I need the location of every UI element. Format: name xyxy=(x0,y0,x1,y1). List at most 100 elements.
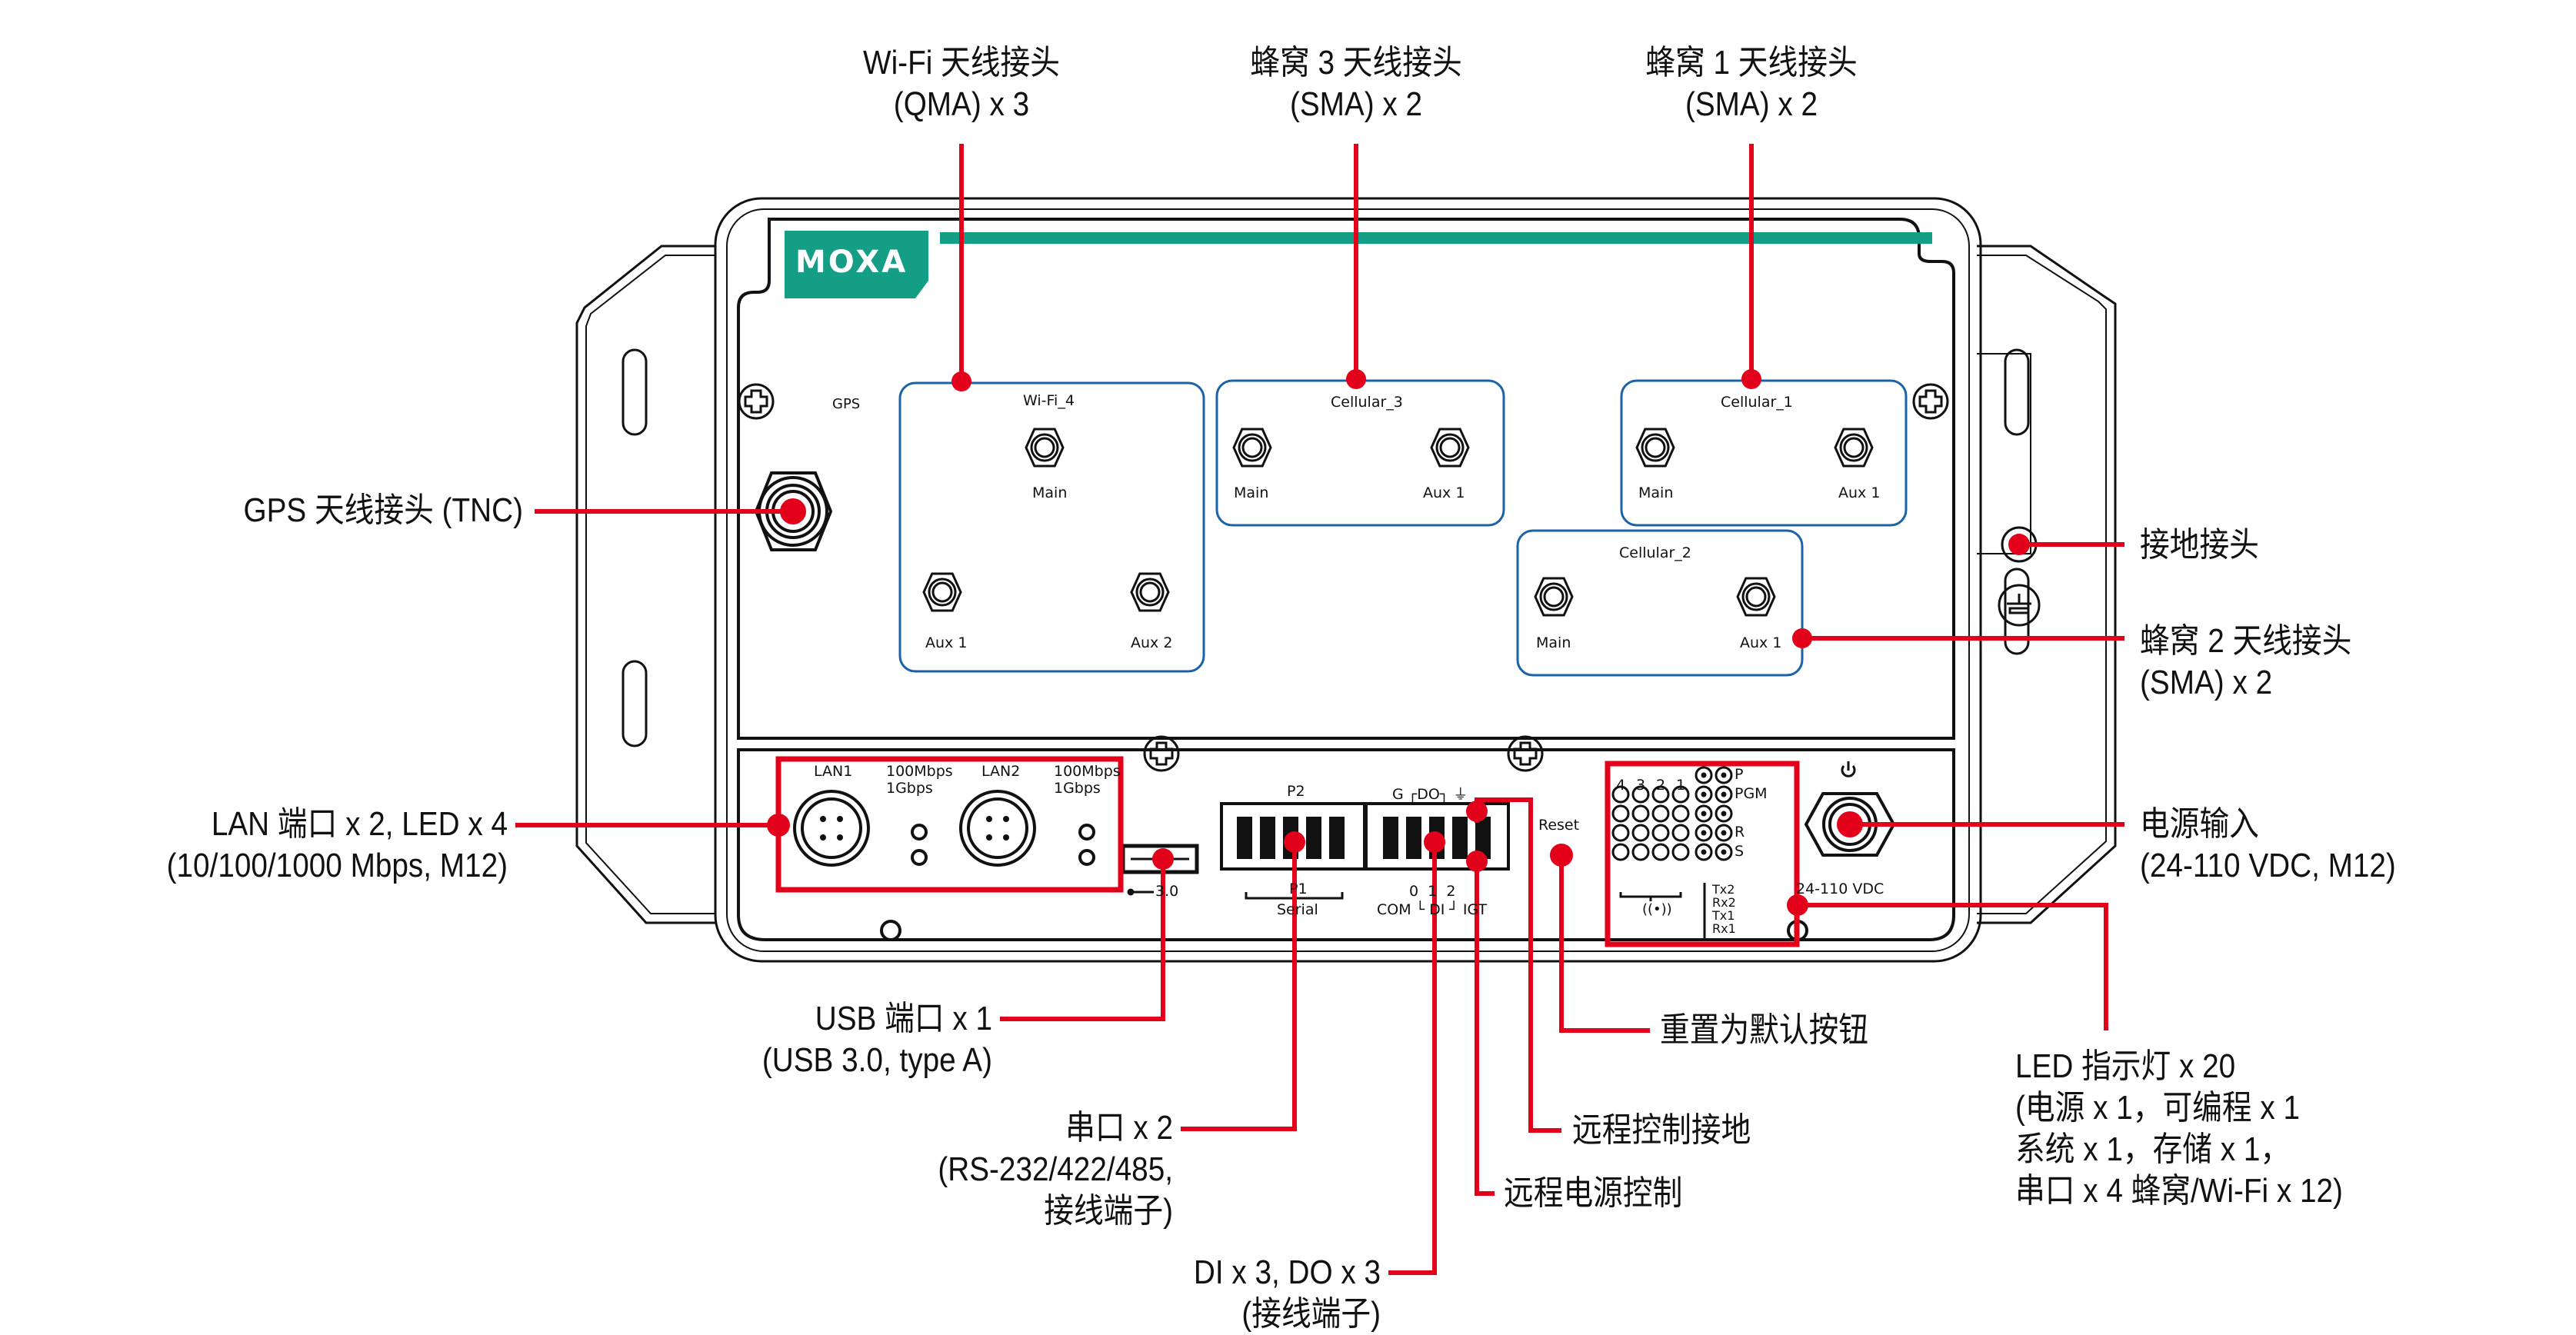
brand-stripe xyxy=(940,232,1932,244)
callout-serial-line2: (RS-232/422/485, xyxy=(938,1150,1173,1188)
callout-cellular1-line2: (SMA) x 2 xyxy=(1685,85,1818,123)
callout-dot-remote-ground xyxy=(1466,801,1488,822)
wifi-panel xyxy=(898,381,1205,673)
status-led xyxy=(1631,804,1650,823)
cellular-2-panel xyxy=(1516,529,1804,677)
status-led xyxy=(1611,843,1630,861)
left-bracket-slot-bottom xyxy=(622,660,648,747)
antenna-signal-icon: ((•)) xyxy=(1642,901,1672,917)
led-row-label: PGM xyxy=(1735,785,1768,802)
callout-dio-line2: (接线端子) xyxy=(1241,1295,1381,1333)
callout-led-line3: 系统 x 1，存储 x 1， xyxy=(2015,1130,2291,1168)
left-mounting-bracket xyxy=(575,245,715,924)
reset-label: Reset xyxy=(1538,817,1580,834)
cellular-1-panel xyxy=(1620,379,1908,527)
lan1-speed-100-label: 100Mbps xyxy=(886,763,953,780)
callout-power-line1: 电源输入 xyxy=(2140,805,2259,843)
status-led xyxy=(1671,804,1690,823)
lan2-label: LAN2 xyxy=(981,763,1021,780)
moxa-logo-plate xyxy=(785,231,928,298)
usb-version-label: 3.0 xyxy=(1155,883,1179,900)
callout-wifi: Wi-Fi 天线接头 (QMA) x 3 xyxy=(850,42,1073,125)
callout-line-dio xyxy=(1388,842,1437,1275)
lan2-speed-1g-label: 1Gbps xyxy=(1054,780,1101,797)
terminal-pin xyxy=(1452,817,1468,859)
status-led xyxy=(1695,843,1713,861)
status-led xyxy=(1715,766,1733,784)
callout-ground: 接地接头 xyxy=(2140,524,2259,566)
status-led xyxy=(1631,824,1650,842)
callout-cellular1: 蜂窝 1 天线接头 (SMA) x 2 xyxy=(1640,42,1863,125)
callout-cellular3-line2: (SMA) x 2 xyxy=(1289,85,1423,123)
cellular-3-title: Cellular_3 xyxy=(1331,394,1403,411)
cellular-2-aux1-label: Aux 1 xyxy=(1740,634,1782,651)
callout-cellular2-line2: (SMA) x 2 xyxy=(2140,664,2273,701)
led-column-number: 2 xyxy=(1656,777,1666,794)
lan2-speed-100-label: 100Mbps xyxy=(1054,763,1121,780)
callout-dio-line1: DI x 3, DO x 3 xyxy=(1193,1253,1381,1291)
callout-dot-dio xyxy=(1424,831,1445,853)
lan1-label: LAN1 xyxy=(814,763,853,780)
callout-serial: 串口 x 2 (RS-232/422/485, 接线端子) xyxy=(835,1107,1173,1232)
status-led xyxy=(1695,785,1713,804)
status-led xyxy=(1651,843,1670,861)
screw-icon xyxy=(738,383,1949,772)
callout-reset-line1: 重置为默认按钮 xyxy=(1660,1011,1869,1049)
status-led xyxy=(1631,785,1650,804)
terminal-pin xyxy=(1237,817,1252,859)
callout-gps-line1: GPS 天线接头 (TNC) xyxy=(243,491,523,529)
callout-gps: GPS 天线接头 (TNC) xyxy=(185,490,523,531)
led-row-label: P xyxy=(1735,766,1744,783)
power-icon xyxy=(1841,761,1856,777)
cellular-2-aux1-connector xyxy=(1736,577,1776,617)
callout-wifi-line1: Wi-Fi 天线接头 xyxy=(863,44,1060,82)
gps-label: GPS xyxy=(832,396,861,412)
lan2-m12-connector xyxy=(959,790,1036,867)
right-mounting-bracket xyxy=(1977,245,2117,924)
status-led xyxy=(1715,785,1733,804)
status-led xyxy=(1715,824,1733,842)
usb-icon xyxy=(1127,888,1154,896)
terminal-pin xyxy=(1306,817,1321,859)
callout-lan: LAN 端口 x 2, LED x 4 (10/100/1000 Mbps, M… xyxy=(102,804,508,887)
status-led xyxy=(1715,804,1733,823)
led-serial-label: Rx2 xyxy=(1712,895,1736,910)
wifi-aux1-connector xyxy=(922,572,962,612)
lan2-led-100 xyxy=(1078,824,1095,841)
led-serial-label: Tx1 xyxy=(1712,908,1735,923)
led-row-label: S xyxy=(1735,843,1745,860)
callout-led-line1: LED 指示灯 x 20 xyxy=(2015,1047,2236,1085)
callout-led-line4: 串口 x 4 蜂窝/Wi-Fi x 12) xyxy=(2015,1172,2343,1210)
device-body-inner xyxy=(726,208,1970,952)
callout-cellular3-line1: 蜂窝 3 天线接头 xyxy=(1250,44,1462,82)
callout-dot-power xyxy=(1837,811,1863,837)
led-serial-label: Rx1 xyxy=(1712,921,1736,936)
callout-dio: DI x 3, DO x 3 (接线端子) xyxy=(1039,1252,1381,1335)
cellular-1-title: Cellular_1 xyxy=(1721,394,1793,411)
terminal-pin xyxy=(1406,817,1421,859)
terminal-pin xyxy=(1383,817,1398,859)
callout-remote-ground-line1: 远程控制接地 xyxy=(1572,1111,1751,1149)
callout-wifi-line2: (QMA) x 3 xyxy=(893,85,1030,123)
callout-ground-line1: 接地接头 xyxy=(2140,526,2259,564)
serial-p1-label: P1 xyxy=(1289,881,1308,897)
status-led xyxy=(1715,843,1733,861)
callout-dot-gps xyxy=(780,498,806,524)
led-column-number: 3 xyxy=(1636,777,1646,794)
lan1-led-100 xyxy=(911,824,928,841)
lan1-led-1g xyxy=(911,849,928,866)
led-row-label: R xyxy=(1735,824,1745,841)
status-led xyxy=(1611,804,1630,823)
callout-cellular1-line1: 蜂窝 1 天线接头 xyxy=(1645,44,1858,82)
status-led xyxy=(1631,843,1650,861)
reset-button[interactable] xyxy=(1552,846,1571,864)
dio-number-label: 0 1 2 xyxy=(1409,883,1456,900)
callout-dot-serial xyxy=(1284,831,1305,853)
top-panel xyxy=(737,218,1955,740)
moxa-logo: MOXA xyxy=(795,245,908,280)
callout-cellular3: 蜂窝 3 天线接头 (SMA) x 2 xyxy=(1245,42,1468,125)
terminal-pin xyxy=(1329,817,1345,859)
callout-usb: USB 端口 x 1 (USB 3.0, type A) xyxy=(721,998,992,1081)
cellular-2-title: Cellular_2 xyxy=(1619,544,1691,561)
callout-remote-power-line1: 远程电源控制 xyxy=(1504,1174,1683,1212)
